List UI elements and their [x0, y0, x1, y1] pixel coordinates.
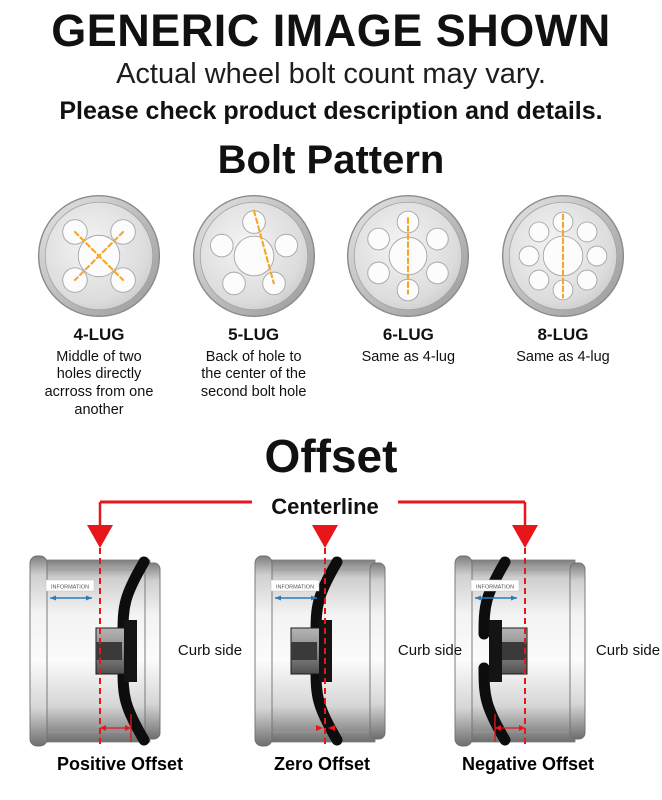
wheel-4-lug-icon	[37, 194, 161, 317]
lug-item-5: 5-LUG Back of hole to the center of the …	[179, 190, 329, 420]
lug-description: Back of hole to the center of the second…	[200, 348, 307, 400]
bolt-pattern-title: Bolt Pattern	[217, 137, 445, 182]
wheel-section-negative: INFORMATION	[454, 555, 586, 747]
lug-item-8: 8-LUG Same as 4-lug	[488, 190, 638, 420]
lug-description: Middle of two holes directly acrross fro…	[44, 348, 154, 418]
curb-side-label: Curb side	[596, 642, 660, 659]
centerline-marker-icon	[87, 524, 113, 548]
wheel-disc	[117, 556, 150, 746]
lug-label: 5-LUG	[228, 324, 280, 344]
wheel-6-lug-icon	[347, 194, 470, 317]
wheel-section-zero: INFORMATION	[254, 555, 386, 747]
lug-description: Same as 4-lug	[361, 348, 456, 365]
wheel-disc	[310, 556, 343, 746]
wheel-8-lug-icon	[501, 194, 625, 317]
mounting-face	[124, 619, 137, 682]
bolt-pattern-row: 4-LUG Middle of two holes directly acrro…	[0, 182, 662, 420]
watermark-label: INFORMATION	[276, 584, 314, 590]
lug-label: 4-LUG	[73, 324, 125, 344]
lug-label: 6-LUG	[382, 324, 434, 344]
bolt-measure-line	[252, 209, 275, 284]
offset-measure	[316, 724, 323, 731]
curb-side-label: Curb side	[398, 642, 462, 659]
disclaimer-note: Please check product description and det…	[59, 96, 603, 125]
lug-item-6: 6-LUG Same as 4-lug	[333, 190, 483, 420]
wheel-disc	[478, 556, 511, 746]
wheel-section-positive: INFORMATION	[29, 555, 161, 747]
lug-description: Same as 4-lug	[516, 348, 610, 365]
center-bore	[233, 235, 274, 276]
offset-type-label: Negative Offset	[462, 754, 594, 774]
mounting-face	[489, 619, 502, 682]
centerline-label: Centerline	[271, 494, 379, 519]
curb-side-label: Curb side	[178, 642, 242, 659]
offset-type-label: Zero Offset	[274, 754, 370, 774]
watermark-label: INFORMATION	[476, 584, 514, 590]
bolt-measure-line	[73, 230, 125, 281]
offset-diagram: Centerline INFORMATION	[29, 487, 660, 774]
lug-item-4: 4-LUG Middle of two holes directly acrro…	[24, 190, 174, 420]
main-title: GENERIC IMAGE SHOWN	[51, 5, 611, 56]
offset-type-label: Positive Offset	[57, 754, 183, 774]
wheel-5-lug-icon	[192, 194, 315, 317]
watermark-label: INFORMATION	[51, 584, 89, 590]
lug-label: 8-LUG	[537, 324, 589, 344]
centerline-marker-icon	[312, 524, 338, 548]
offset-title: Offset	[264, 430, 398, 483]
centerline-marker-icon	[512, 524, 538, 548]
subtitle: Actual wheel bolt count may vary.	[116, 57, 546, 90]
